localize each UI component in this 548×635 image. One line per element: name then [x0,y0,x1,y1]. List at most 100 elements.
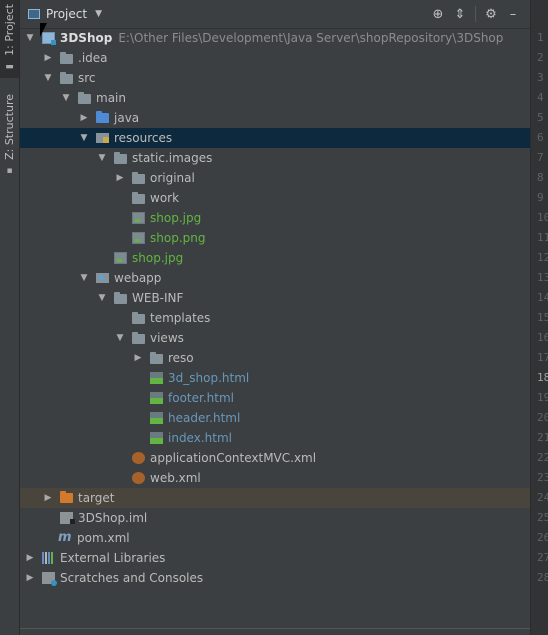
side-tab-project[interactable]: 1: Project ▬ [0,0,19,78]
tree-row[interactable]: ▶index.html [20,428,530,448]
tree-row[interactable]: ▶templates [20,308,530,328]
tree-row[interactable]: ▶original [20,168,530,188]
folder-icon [150,351,163,364]
tree-row[interactable]: ▶3d_shop.html [20,368,530,388]
chevron-down-icon[interactable]: ▼ [80,273,88,283]
tree-row-label: static.images [132,151,213,165]
maven-icon: m [58,530,72,545]
tree-row-label: src [78,71,96,85]
panel-title[interactable]: Project [46,7,88,21]
folder-icon [78,91,91,104]
tree-row-label: Scratches and Consoles [60,571,204,585]
tree-row[interactable]: ▼resources [20,128,530,148]
tree-row-label: java [114,111,140,125]
tree-row-label: footer.html [168,391,234,405]
chevron-down-icon[interactable]: ▼ [44,73,52,83]
tree-row-label: 3d_shop.html [168,371,250,385]
chevron-down-icon[interactable]: ▼ [98,153,106,163]
folder-res-icon [96,133,109,143]
xml-icon [132,472,145,484]
line-number: 4 [537,91,544,104]
tree-row[interactable]: ▶header.html [20,408,530,428]
line-number: 16 [537,331,548,344]
tree-row[interactable]: ▶shop.jpg [20,208,530,228]
tree-row[interactable]: ▶ reso [20,348,530,368]
chevron-right-icon[interactable]: ▶ [26,573,34,583]
line-number: 19 [537,391,548,404]
iml-icon [60,512,75,524]
chevron-right-icon[interactable]: ▶ [80,113,88,123]
chevron-down-icon[interactable]: ▼ [98,293,106,303]
tree-row[interactable]: ▼ webapp [20,268,530,288]
tree-row-label: 3DShop.iml [78,511,148,525]
tree-row[interactable]: ▶3DShop.iml [20,508,530,528]
scratch-icon [42,572,57,586]
chevron-down-icon[interactable]: ▼ [62,93,70,103]
folder-icon [60,51,73,64]
line-number: 1 [537,31,544,44]
tree-row[interactable]: ▶work [20,188,530,208]
tree-row[interactable]: ▶ Scratches and Consoles [20,568,530,588]
bottom-divider [20,628,530,629]
chevron-right-icon[interactable]: ▶ [26,553,34,563]
line-number: 24 [537,491,548,504]
tree-row-label: target [78,491,115,505]
project-tab-icon: ▬ [5,61,14,72]
xml-icon [132,452,145,464]
tree-row-label: applicationContextMVC.xml [150,451,317,465]
toolbar-separator [475,6,476,22]
tree-row[interactable]: ▼ static.images [20,148,530,168]
chevron-down-icon[interactable]: ▼ [116,333,124,343]
chevron-down-icon[interactable]: ▼ [95,9,102,19]
image-icon [132,212,145,224]
tree-row-label: web.xml [150,471,201,485]
tree-row[interactable]: ▶.idea [20,48,530,68]
chevron-right-icon[interactable]: ▶ [44,493,52,503]
image-icon [132,232,145,244]
html-icon [150,432,163,444]
line-number: 17 [537,351,548,364]
tree-row-label: webapp [114,271,162,285]
chevron-right-icon[interactable]: ▶ [116,173,124,183]
line-number: 22 [537,451,548,464]
line-number: 6 [537,131,544,144]
tree-row[interactable]: ▶ External Libraries [20,548,530,568]
target-icon[interactable]: ⊕ [432,6,444,22]
chevron-down-icon[interactable]: ▼ [26,33,34,43]
gear-icon[interactable]: ⚙ [485,6,497,22]
minimize-icon[interactable]: – [509,6,517,22]
libs-icon [42,552,55,564]
tree-row-label: shop.jpg [132,251,184,265]
tree-row[interactable]: ▶ java [20,108,530,128]
tree-row[interactable]: ▼views [20,328,530,348]
line-number: 20 [537,411,548,424]
tree-row[interactable]: ▼WEB-INF [20,288,530,308]
tree-row-label: shop.jpg [150,211,202,225]
header-toolbar: ⊕ ⇕ ⚙ – [427,0,524,28]
tree-row-label: External Libraries [60,551,166,565]
tree-row[interactable]: ▶applicationContextMVC.xml [20,448,530,468]
tree-row-label: header.html [168,411,241,425]
tree-row-label: index.html [168,431,232,445]
line-number: 5 [537,111,544,124]
tree-row[interactable]: ▶footer.html [20,388,530,408]
tree-row[interactable]: ▶ target [20,488,530,508]
tree-row[interactable]: ▶web.xml [20,468,530,488]
tree-row[interactable]: ▶shop.jpg [20,248,530,268]
tree-row[interactable]: ▼main [20,88,530,108]
folder-excl-icon [60,491,73,503]
line-number: 2 [537,51,544,64]
collapse-icon[interactable]: ⇕ [454,6,466,22]
tree-row[interactable]: ▼ src [20,68,530,88]
chevron-down-icon[interactable]: ▼ [80,133,88,143]
chevron-right-icon[interactable]: ▶ [134,353,142,363]
folder-web-icon [96,273,109,283]
chevron-right-icon[interactable]: ▶ [44,53,52,63]
tree-row-label: reso [168,351,194,365]
tree-row[interactable]: ▶shop.png [20,228,530,248]
folder-icon [132,331,145,344]
project-view-icon [28,9,40,19]
side-tab-structure[interactable]: Z: Structure ▪ [0,90,19,176]
